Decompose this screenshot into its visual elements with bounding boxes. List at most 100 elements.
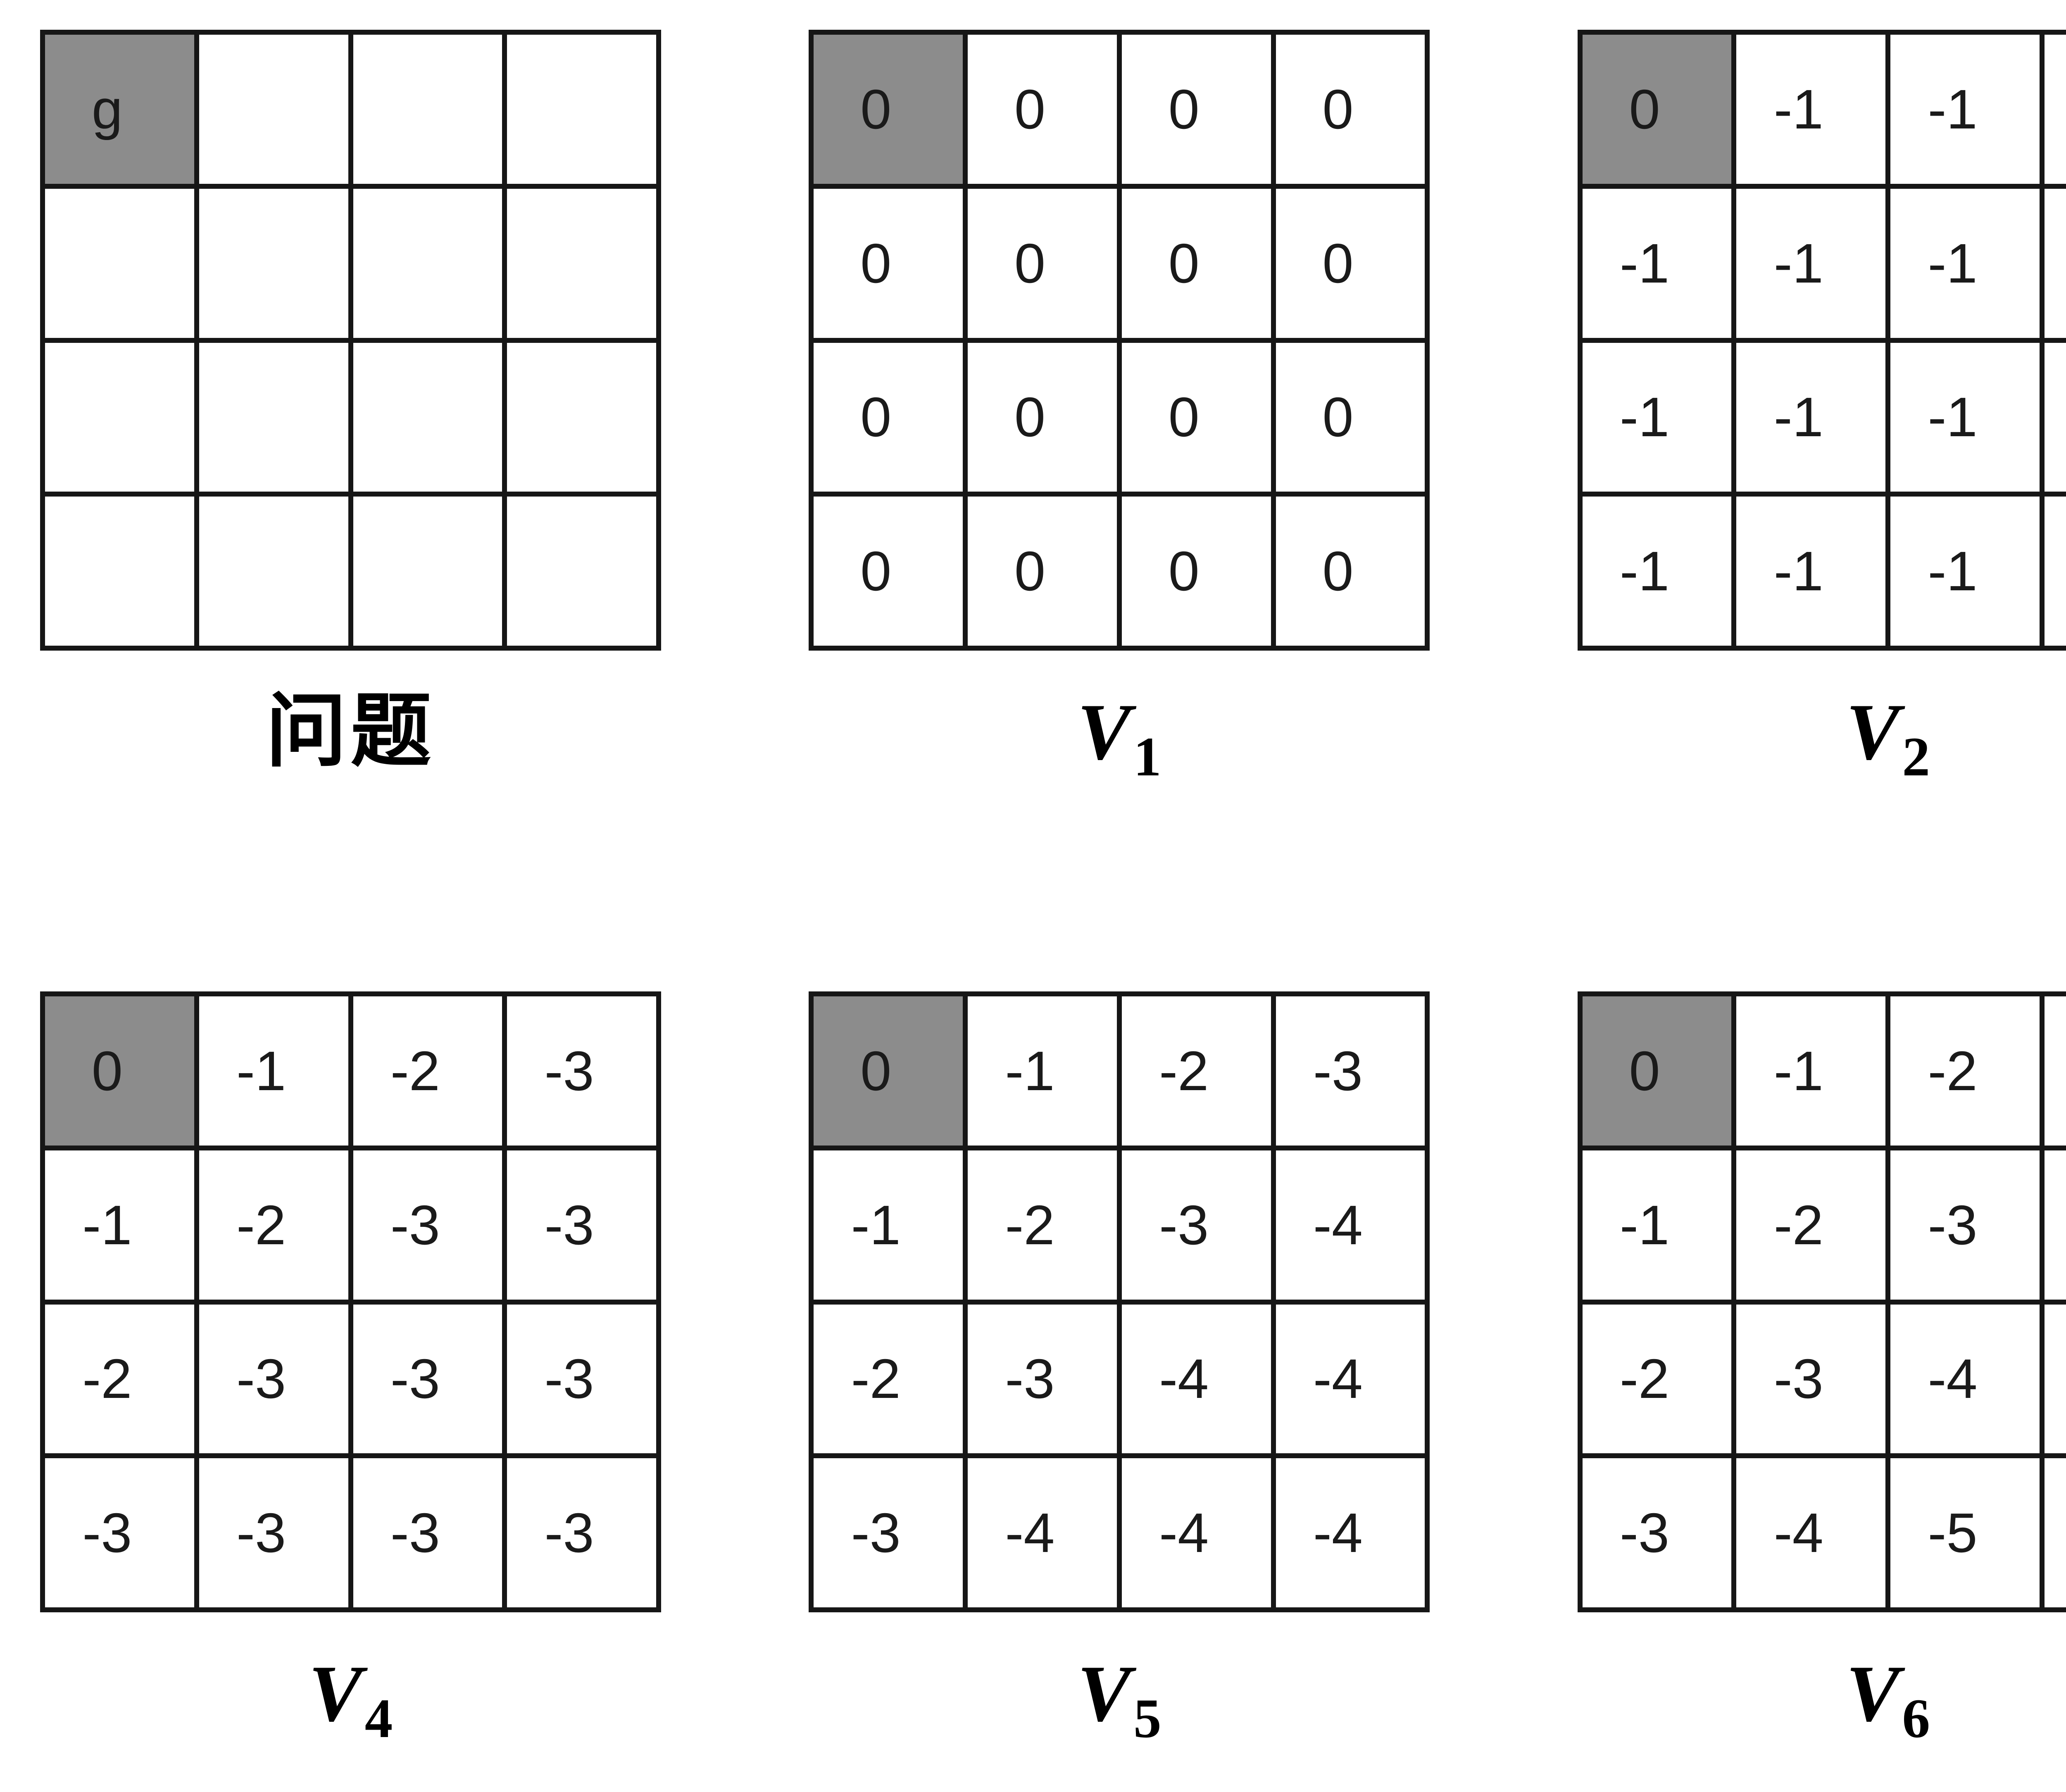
cell-value: 0 xyxy=(1168,78,1200,140)
grid-cell: -5 xyxy=(2044,1458,2066,1607)
value-grid-v4: 0-1-2-3-1-2-3-3-2-3-3-3-3-3-3-3 xyxy=(40,991,661,1612)
grid-cell: -1 xyxy=(2044,497,2066,646)
grid-cell: 0 xyxy=(1121,497,1271,646)
grid-cell xyxy=(45,342,194,492)
iteration-subscript: 5 xyxy=(1133,1688,1162,1749)
cell-value: -2 xyxy=(82,1348,132,1410)
cell-value: 0 xyxy=(1322,540,1354,603)
grid-cell: -3 xyxy=(507,996,656,1146)
cell-value: -1 xyxy=(1928,78,1978,140)
grid-cell: -3 xyxy=(353,1304,502,1454)
grid-cell: 0 xyxy=(1276,35,1425,184)
cell-value: -3 xyxy=(390,1502,440,1564)
cell-value: 0 xyxy=(1629,78,1660,140)
iteration-subscript: 4 xyxy=(364,1688,393,1749)
cell-value: -1 xyxy=(1928,232,1978,295)
grid-cell: -2 xyxy=(1736,1150,1886,1300)
cell-value: 0 xyxy=(860,1039,892,1102)
grid-cell: 0 xyxy=(1121,342,1271,492)
grid-cell: 0 xyxy=(968,35,1117,184)
iteration-subscript: 1 xyxy=(1133,726,1162,788)
goal-cell: 0 xyxy=(814,35,963,184)
grid-cell: -1 xyxy=(1890,188,2040,338)
value-function-symbol: V xyxy=(1846,1649,1900,1738)
cell-value: -4 xyxy=(1159,1502,1209,1564)
grid-cell: -2 xyxy=(814,1304,963,1454)
grid-cell: -3 xyxy=(45,1458,194,1607)
cell-value: -3 xyxy=(544,1039,594,1102)
cell-value: 0 xyxy=(860,540,892,603)
grid-cell: -1 xyxy=(1890,342,2040,492)
grid-cell: -1 xyxy=(814,1150,963,1300)
cell-value: 0 xyxy=(1168,232,1200,295)
grid-cell: -4 xyxy=(1276,1150,1425,1300)
grid-cell: -2 xyxy=(1582,1304,1732,1454)
cell-value: -3 xyxy=(1159,1193,1209,1256)
cell-value: -3 xyxy=(1313,1039,1363,1102)
cell-value: 0 xyxy=(91,1039,123,1102)
grid-cell: 0 xyxy=(814,497,963,646)
cell-value: -5 xyxy=(1928,1502,1978,1564)
cell-value: -1 xyxy=(82,1193,132,1256)
cell-value: -3 xyxy=(390,1348,440,1410)
cell-value: -4 xyxy=(1313,1193,1363,1256)
grid-cell: -4 xyxy=(1276,1458,1425,1607)
grid-cell xyxy=(507,497,656,646)
grid-cell: -1 xyxy=(2044,342,2066,492)
grid-cell: -4 xyxy=(1121,1304,1271,1454)
cell-value: 0 xyxy=(1014,540,1045,603)
grid-cell: -3 xyxy=(199,1458,348,1607)
cell-value: -4 xyxy=(1005,1502,1055,1564)
grid-cell: 0 xyxy=(968,188,1117,338)
goal-cell: 0 xyxy=(814,996,963,1146)
grid-cell xyxy=(353,35,502,184)
grid-cell: -2 xyxy=(1121,996,1271,1146)
grid-cell: -3 xyxy=(1276,996,1425,1146)
cell-value: -3 xyxy=(82,1502,132,1564)
value-function-symbol: V xyxy=(308,1649,362,1738)
cell-value: -2 xyxy=(1159,1039,1209,1102)
cell-value: -3 xyxy=(1005,1348,1055,1410)
grid-cell: -3 xyxy=(1582,1458,1732,1607)
value-grid-v6: 0-1-2-3-1-2-3-4-2-3-4-5-3-4-5-5 xyxy=(1577,991,2066,1612)
grid-cell: -1 xyxy=(199,996,348,1146)
grid-cell: -3 xyxy=(507,1150,656,1300)
cell-value: -2 xyxy=(1928,1039,1978,1102)
goal-cell: g xyxy=(45,35,194,184)
value-grid-v5: 0-1-2-3-1-2-3-4-2-3-4-4-3-4-4-4 xyxy=(809,991,1430,1612)
cell-value: -3 xyxy=(236,1502,286,1564)
cell-value: 0 xyxy=(1014,78,1045,140)
grid-cell xyxy=(45,497,194,646)
cell-value: -2 xyxy=(236,1193,286,1256)
grid-cell: 0 xyxy=(968,497,1117,646)
grid-cell: 0 xyxy=(1276,497,1425,646)
grid-cell: -2 xyxy=(968,1150,1117,1300)
grid-cell: -2 xyxy=(353,996,502,1146)
grid-cell xyxy=(199,188,348,338)
cell-value: -4 xyxy=(1773,1502,1823,1564)
cell-value: -2 xyxy=(390,1039,440,1102)
grid-cell: -3 xyxy=(814,1458,963,1607)
grid-cell: -3 xyxy=(507,1304,656,1454)
grid-cell: 0 xyxy=(1121,35,1271,184)
grid-cell xyxy=(45,188,194,338)
panel-label-problem: 问题 xyxy=(266,687,436,777)
cell-value: -1 xyxy=(1620,1193,1670,1256)
cell-value: -1 xyxy=(1773,232,1823,295)
cell-value: -2 xyxy=(1773,1193,1823,1256)
cell-value: g xyxy=(91,78,123,140)
cell-value: 0 xyxy=(860,78,892,140)
value-function-symbol: V xyxy=(1077,687,1131,777)
value-function-symbol: V xyxy=(1846,687,1900,777)
grid-cell: -3 xyxy=(507,1458,656,1607)
panel-problem: g 问题 xyxy=(40,30,661,830)
cell-value: -2 xyxy=(1005,1193,1055,1256)
grid-cell: -3 xyxy=(353,1150,502,1300)
cell-value: 0 xyxy=(860,232,892,295)
